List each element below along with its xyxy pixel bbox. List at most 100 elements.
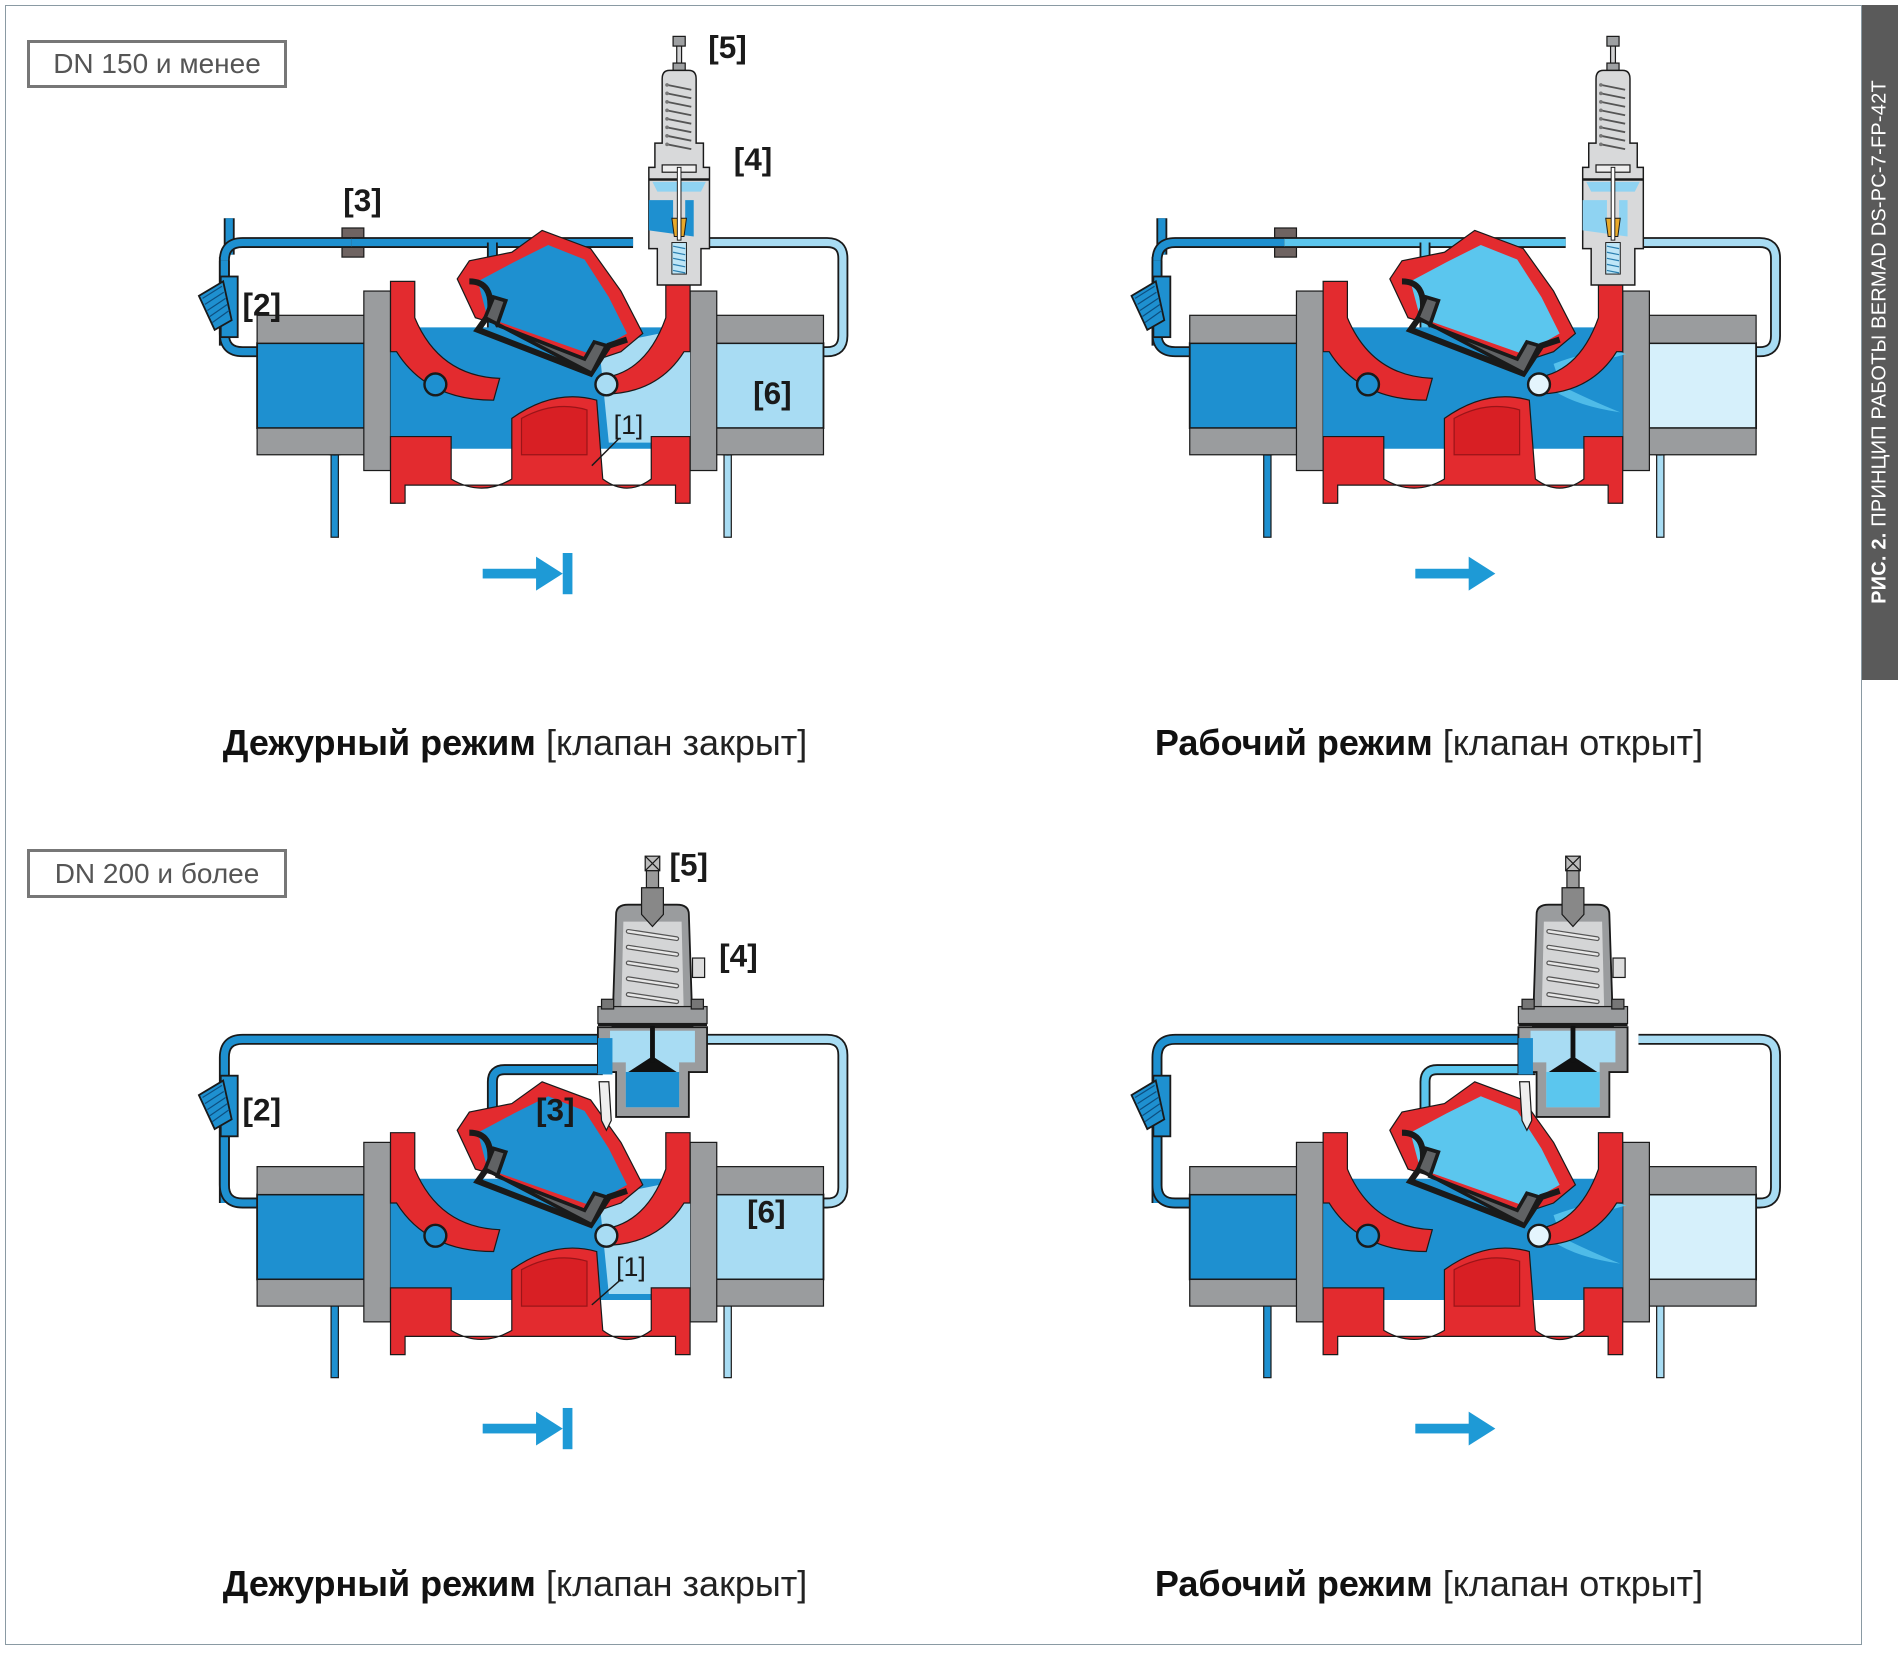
- valve-body-inlet-flange: [1322, 1132, 1434, 1253]
- pilot-line-inlet: [1153, 1112, 1366, 1207]
- downstream-port: [594, 372, 619, 397]
- bolt: [600, 998, 615, 1010]
- main-valve: [1188, 1081, 1758, 1356]
- state-label: [клапан открыт]: [1442, 1563, 1704, 1604]
- valve-plug: [1415, 294, 1542, 376]
- caption-dn150-standby: Дежурный режим [клапан закрыт]: [223, 722, 807, 764]
- pilot-stem: [650, 1025, 655, 1063]
- strainer-icon: [197, 1074, 239, 1138]
- figure-frame: [5, 5, 1862, 1645]
- upstream-flange-steel: [363, 1141, 392, 1323]
- strainer-icon: [197, 275, 239, 339]
- downstream-port: [1526, 1223, 1552, 1248]
- valve-plug: [482, 294, 610, 376]
- upstream-port: [423, 372, 448, 397]
- panel-dn150-standby: [1][2][3][4][5][6]: [197, 29, 849, 595]
- fixed-orifice-icon: [1274, 227, 1298, 258]
- panel-dn200-standby: [1] [2] [3] [4] [5] [6]: [197, 847, 849, 1450]
- upstream-port: [1355, 1223, 1381, 1248]
- callout-1-leader: [591, 438, 620, 467]
- pilot-line-downstream: [1541, 1035, 1780, 1207]
- callout-6: [6]: [747, 1193, 786, 1229]
- upstream-flange-steel: [1295, 290, 1324, 472]
- pilot-line-upstream: [220, 1035, 609, 1204]
- callout-5: [5]: [669, 847, 708, 883]
- flow-blocked-arrow-icon: [482, 553, 573, 595]
- flow-jet: [1553, 382, 1621, 413]
- valve-plug: [482, 1146, 610, 1228]
- callout-1-leader: [591, 1278, 622, 1306]
- size-label-dn200: DN 200 и более: [27, 849, 287, 898]
- flow-jet: [1553, 1233, 1621, 1264]
- callout-1: [1]: [614, 410, 644, 440]
- callout-2: [2]: [243, 286, 282, 322]
- pressure-pilot-valve: [648, 35, 711, 286]
- pilot-inlet-chamber: [625, 1072, 680, 1108]
- pilot-line-inlet: [220, 1112, 433, 1207]
- pressure-pilot-valve: [1581, 35, 1645, 286]
- diaphragm: [1401, 1129, 1561, 1229]
- callout-3: [3]: [536, 1092, 575, 1128]
- gauge-stem: [330, 451, 339, 538]
- control-chamber-line: [1421, 1065, 1536, 1131]
- pressure-pilot-valve: [1517, 855, 1629, 1132]
- vent-plug: [1612, 957, 1626, 979]
- pilot-line-downstream: [608, 1035, 847, 1207]
- callout-2: [2]: [243, 1092, 282, 1128]
- valve-body-inlet-flange: [1322, 280, 1434, 401]
- bolt: [1611, 998, 1625, 1010]
- downstream-flange-steel: [1622, 290, 1650, 472]
- pilot-line-downstream: [608, 238, 847, 356]
- diaphragm: [469, 278, 628, 378]
- pilot-stem: [1570, 1025, 1576, 1063]
- mode-label: Дежурный режим: [222, 1563, 536, 1604]
- adjusting-screw: [645, 870, 660, 889]
- valve-seat-recess: [520, 405, 588, 456]
- strainer-icon: [1130, 275, 1172, 339]
- gauge-stem: [723, 451, 732, 538]
- flow-blocked-arrow-icon: [482, 1407, 573, 1450]
- valve-seat-recess: [520, 1257, 588, 1307]
- downstream-flange-steel: [1622, 1141, 1650, 1323]
- main-valve: [256, 1081, 825, 1356]
- needle-valve: [1518, 1081, 1533, 1132]
- callout-6: [6]: [753, 375, 792, 411]
- diaphragm: [1401, 278, 1561, 378]
- flow-stop-bar: [562, 553, 573, 595]
- figure-label-strip: [1862, 5, 1898, 680]
- pilot-inlet-chamber: [1546, 1072, 1600, 1108]
- mode-label: Дежурный режим: [222, 722, 536, 763]
- control-chamber: [477, 244, 628, 355]
- control-chamber: [1410, 244, 1560, 355]
- gauge-stem: [1263, 451, 1272, 538]
- control-chamber: [477, 1096, 628, 1206]
- caption-dn200-standby: Дежурный режим [клапан закрыт]: [223, 1563, 807, 1605]
- state-label: [клапан закрыт]: [545, 722, 808, 763]
- valve-body-inlet-flange: [389, 1132, 501, 1253]
- pilot-line-downstream: [1541, 238, 1780, 356]
- control-chamber: [1410, 1096, 1560, 1206]
- valve-seat-recess: [1453, 1257, 1521, 1307]
- mode-label: Рабочий режим: [1154, 722, 1433, 763]
- vent-plug: [691, 957, 706, 979]
- downstream-port: [1526, 372, 1552, 397]
- valve-plug: [1415, 1146, 1542, 1228]
- adjusting-nut: [672, 35, 686, 47]
- bolt: [1521, 998, 1535, 1010]
- pilot-disc: [628, 1056, 677, 1073]
- spring-adjuster: [640, 887, 664, 928]
- callout-3: [3]: [343, 182, 382, 218]
- strainer-icon: [1130, 1074, 1172, 1138]
- pilot-inlet-chamber: [1582, 200, 1628, 237]
- callout-1: [1]: [616, 1252, 646, 1282]
- main-valve: [1188, 229, 1758, 504]
- callout-4: [4]: [734, 141, 773, 177]
- callout-4: [4]: [719, 938, 758, 974]
- needle-valve: [598, 1081, 612, 1132]
- upstream-flange-steel: [1295, 1141, 1324, 1323]
- pilot-stem: [1610, 166, 1616, 241]
- control-chamber-line: [488, 1065, 603, 1131]
- downstream-flange-steel: [689, 290, 718, 472]
- state-label: [клапан открыт]: [1442, 722, 1704, 763]
